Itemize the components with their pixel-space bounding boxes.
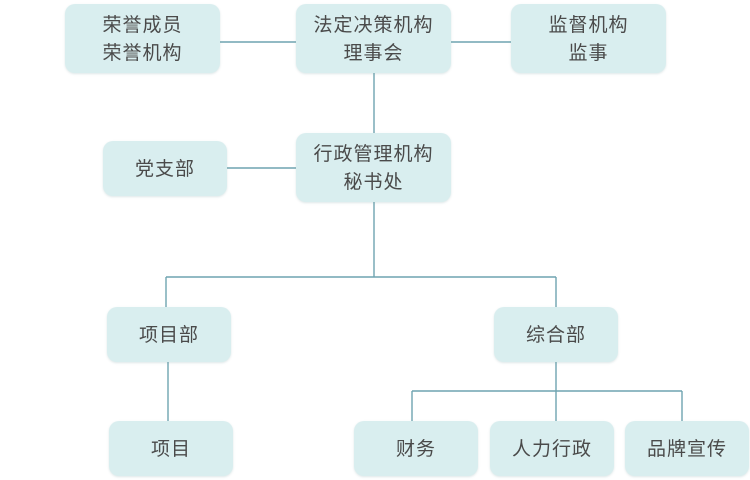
node-admin-line1: 行政管理机构 <box>313 142 434 165</box>
node-supervise-line2: 监事 <box>568 41 609 64</box>
node-general-dept: 综合部 <box>494 307 618 362</box>
node-admin-line2: 秘书处 <box>343 170 404 193</box>
node-party-label: 党支部 <box>134 157 195 180</box>
node-project: 项目 <box>109 421 233 476</box>
node-decision-line2: 理事会 <box>343 41 404 64</box>
node-project-label: 项目 <box>150 437 191 460</box>
node-honor-line1: 荣誉成员 <box>102 13 183 36</box>
node-project-dept-label: 项目部 <box>138 323 199 346</box>
node-brand-label: 品牌宣传 <box>646 437 727 460</box>
node-honor-line2: 荣誉机构 <box>102 41 183 64</box>
node-hr: 人力行政 <box>490 421 614 476</box>
node-hr-label: 人力行政 <box>511 437 592 460</box>
node-finance: 财务 <box>354 421 478 476</box>
node-admin: 行政管理机构 秘书处 <box>296 133 451 202</box>
node-finance-label: 财务 <box>395 437 436 460</box>
node-party: 党支部 <box>103 141 227 196</box>
node-supervise-line1: 监督机构 <box>548 13 629 36</box>
node-general-dept-label: 综合部 <box>525 323 586 346</box>
node-brand: 品牌宣传 <box>625 421 749 476</box>
node-decision: 法定决策机构 理事会 <box>296 4 451 73</box>
node-supervise: 监督机构 监事 <box>511 4 666 73</box>
node-project-dept: 项目部 <box>107 307 231 362</box>
node-honor: 荣誉成员 荣誉机构 <box>65 4 220 73</box>
node-decision-line1: 法定决策机构 <box>313 13 434 36</box>
